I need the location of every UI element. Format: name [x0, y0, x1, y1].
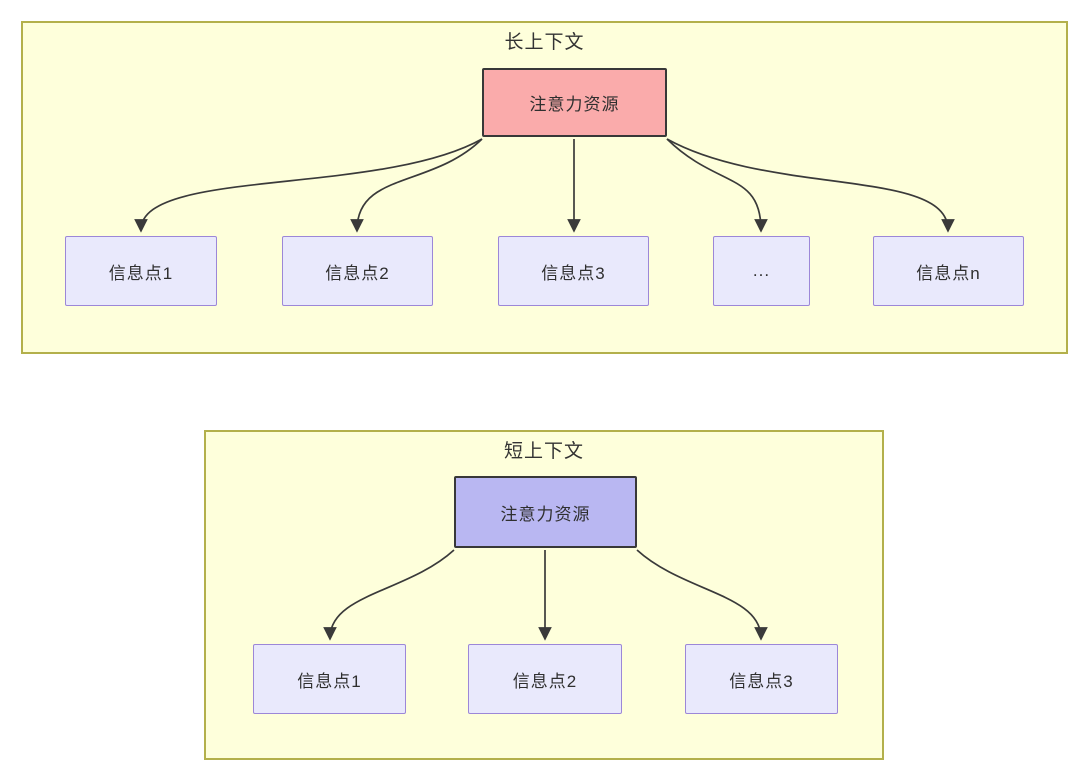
- info-box-long-2: 信息点2: [282, 236, 433, 306]
- info-box-long-n: 信息点n: [873, 236, 1024, 306]
- info-box-long-1: 信息点1: [65, 236, 217, 306]
- info-box-short-2: 信息点2: [468, 644, 622, 714]
- attention-resource-box-long: 注意力资源: [482, 68, 667, 137]
- panel-long-context-title: 长上下文: [504, 32, 585, 53]
- info-box-short-1: 信息点1: [253, 644, 406, 714]
- attention-resource-box-short: 注意力资源: [454, 476, 637, 548]
- panel-short-context-title: 短上下文: [503, 441, 584, 462]
- info-box-short-3: 信息点3: [685, 644, 838, 714]
- info-box-long-3: 信息点3: [498, 236, 649, 306]
- info-box-long-ellipsis: ...: [713, 236, 810, 306]
